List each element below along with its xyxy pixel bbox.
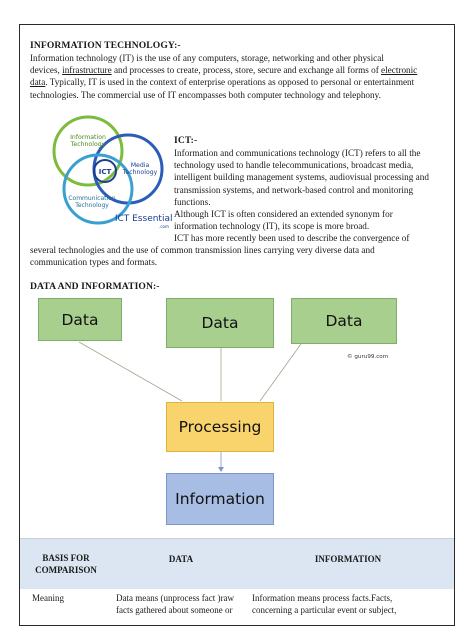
row-data: Data means (unprocess fact )raw facts ga…	[116, 593, 234, 615]
connector-right	[259, 343, 302, 402]
connector-left	[78, 341, 183, 402]
circle3-label-1: Communication	[68, 195, 115, 202]
data-link[interactable]: data	[30, 77, 46, 88]
infrastructure-link[interactable]: infrastructure	[62, 65, 112, 76]
arrowhead-down	[218, 467, 224, 472]
diagram-connectors	[78, 341, 302, 472]
circle1-label-1: Information	[70, 134, 106, 141]
circle3-label-2: Technology	[74, 202, 109, 209]
ict-venn-logo: Information Technology Media Technology …	[52, 115, 172, 229]
processing-box: Processing	[166, 402, 274, 452]
ict-paragraph-cont: several technologies and the use of comm…	[30, 245, 375, 268]
information-box: Information	[166, 473, 274, 525]
ict-essentials-brand: ICT Essentials	[115, 214, 172, 224]
comm-tech-circle	[62, 153, 134, 225]
row-basis: Meaning	[32, 593, 64, 603]
it-line-3: data. Typically, IT is used in the conte…	[30, 77, 415, 88]
ict-center-label: ICT	[99, 168, 112, 176]
header-data: DATA	[168, 554, 194, 564]
data-box-3: Data	[291, 298, 397, 344]
circle1-label-2: Technology	[70, 141, 106, 148]
circle2-label-2: Technology	[122, 169, 158, 176]
ict-center-ring	[93, 159, 117, 183]
it-paragraph: Information technology (IT) is the use o…	[30, 52, 444, 101]
data-info-heading: DATA AND INFORMATION:-	[30, 281, 160, 292]
ict-heading: ICT:-	[174, 135, 198, 146]
electronic-link[interactable]: electronic	[381, 65, 418, 76]
data-box-2: Data	[166, 298, 274, 348]
it-line-2: devices, infrastructure and processes to…	[30, 65, 418, 76]
row-information: Information means process facts.Facts, c…	[252, 593, 397, 615]
comparison-table-header: BASIS FOR COMPARISON DATA INFORMATION	[20, 538, 454, 589]
guru99-credit: © guru99.com	[347, 354, 389, 360]
header-information: INFORMATION	[314, 554, 382, 564]
it-heading: INFORMATION TECHNOLOGY:-	[30, 40, 181, 51]
ict-paragraph: Information and communications technolog…	[174, 148, 429, 244]
circle2-label-1: Media	[131, 162, 150, 169]
info-tech-circle	[52, 115, 124, 187]
ict-essentials-suffix: .com	[159, 224, 169, 229]
it-line-1: Information technology (IT) is the use o…	[30, 53, 384, 63]
it-line-4: technologies. The commercial use of IT e…	[30, 89, 381, 100]
document-page: INFORMATION TECHNOLOGY:- Information tec…	[19, 24, 455, 626]
header-basis: BASIS FOR COMPARISON	[35, 553, 97, 575]
data-box-1: Data	[38, 298, 122, 341]
